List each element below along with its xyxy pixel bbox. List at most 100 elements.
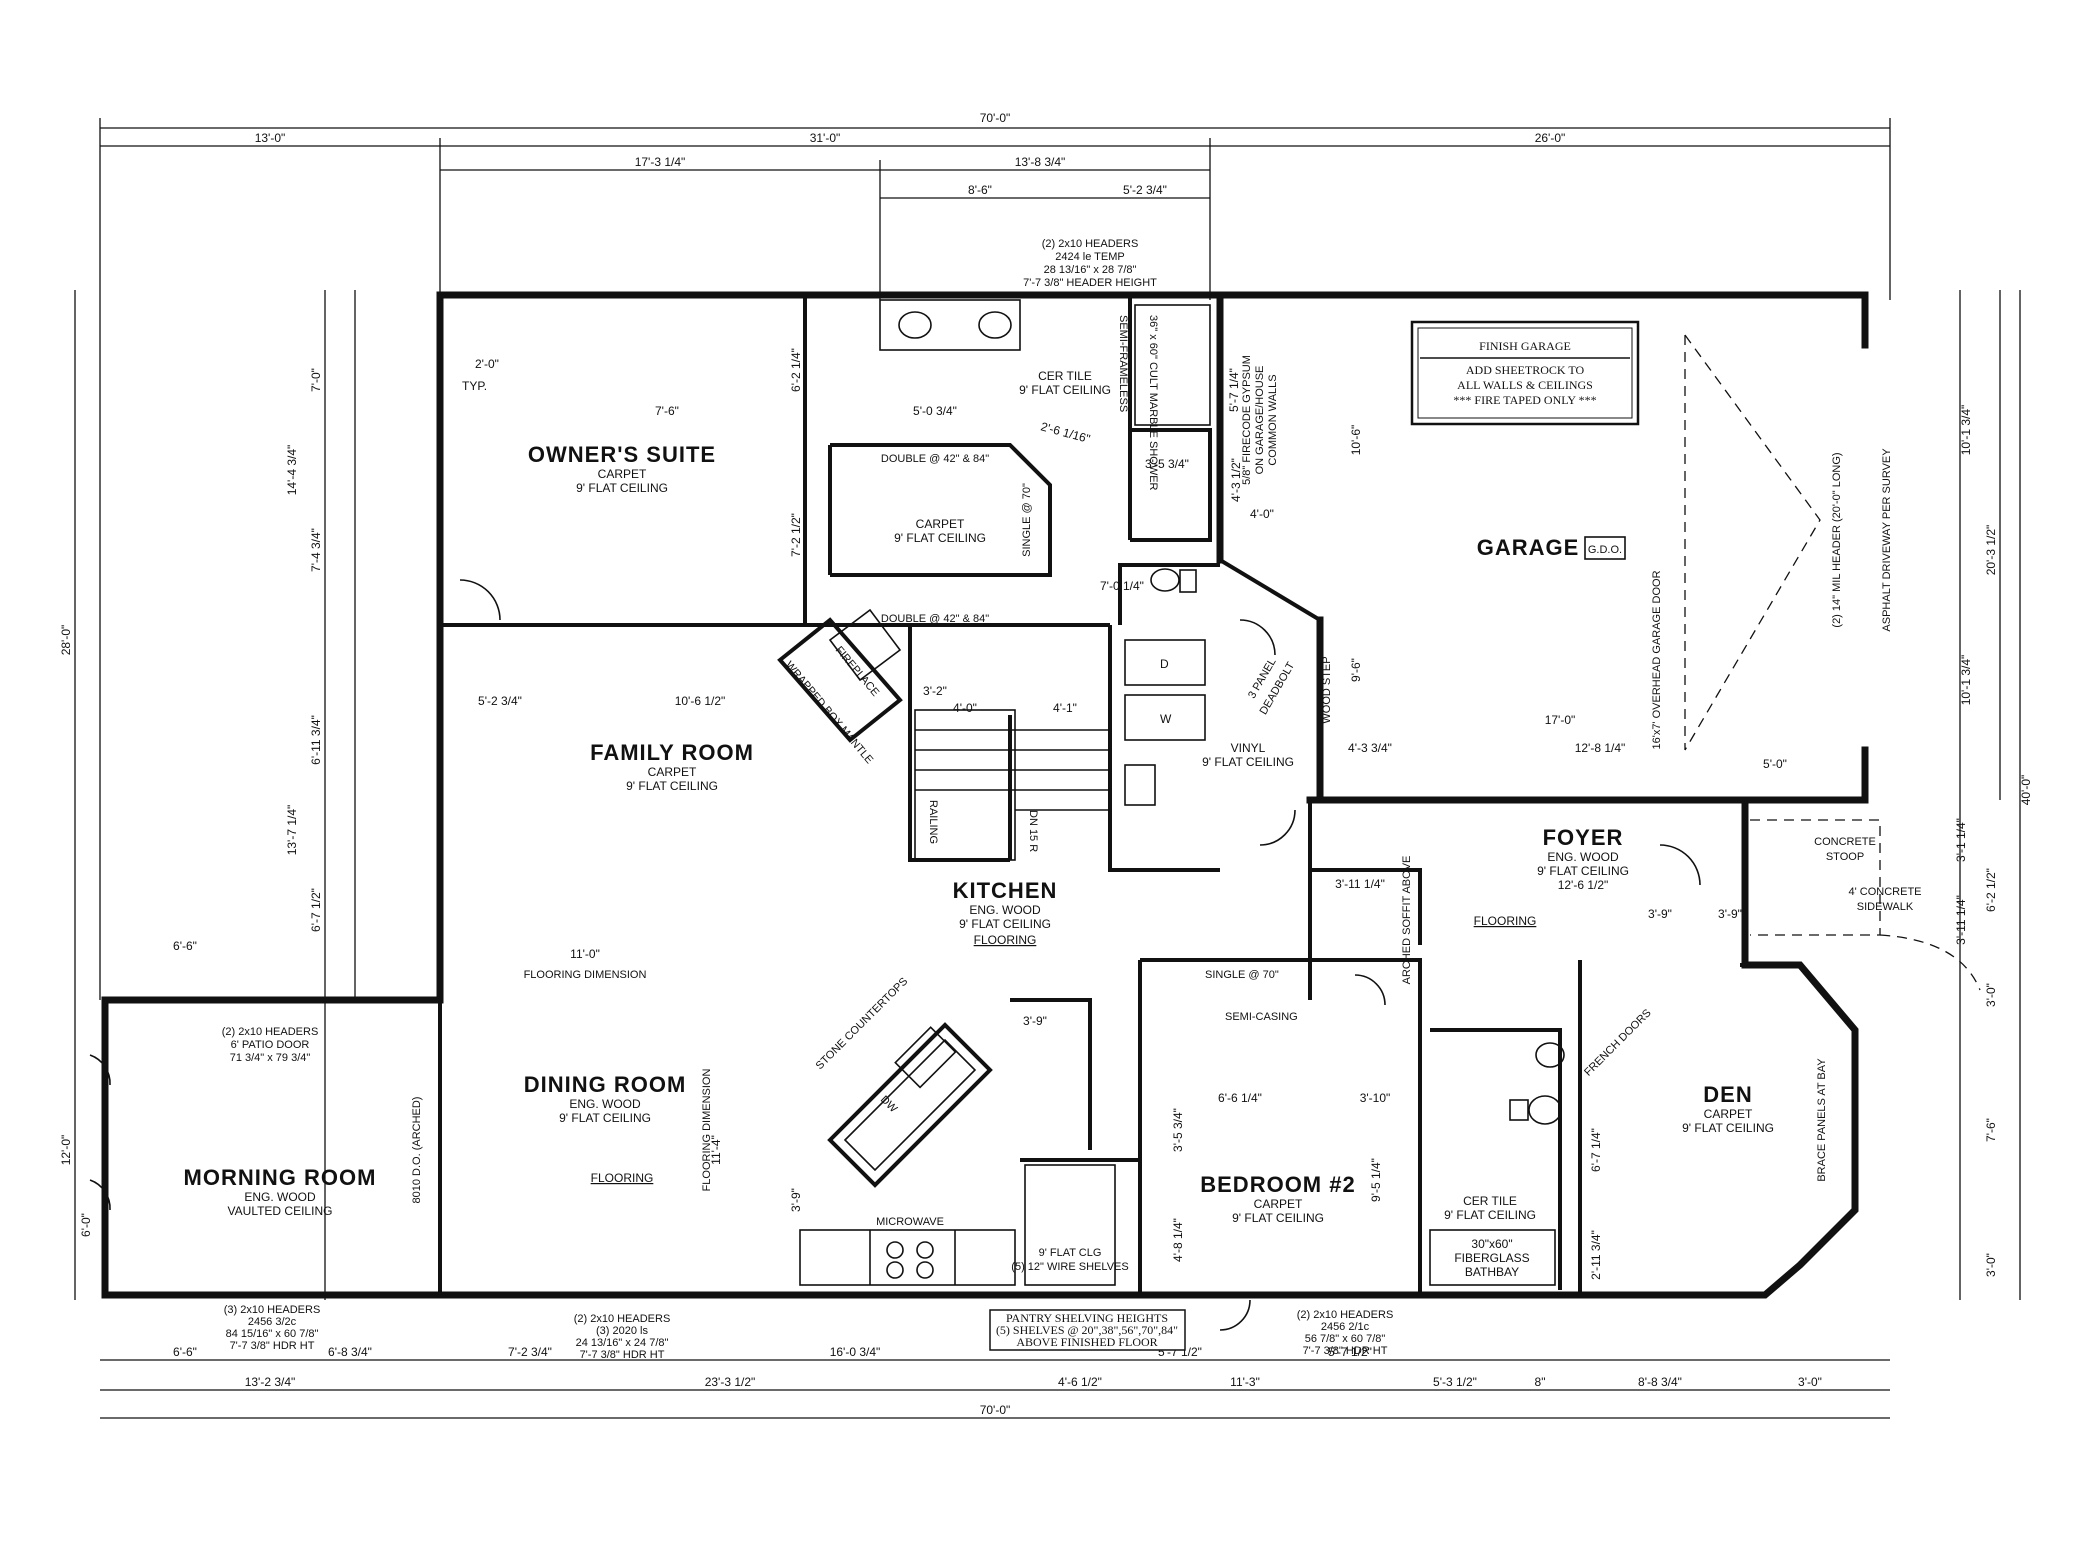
top-header-note: (2) 2x10 HEADERS 2424 le TEMP 28 13/16" … [1023,238,1157,289]
top-header-line-2: 2424 le TEMP [1055,251,1125,263]
right-dim-9: 3'-0" [1984,1253,1998,1277]
idim-5-0-34: 5'-0 3/4" [913,404,957,418]
right-dim-7: 3'-0" [1984,983,1998,1007]
idim-3-5-34b: 3'-5 3/4" [1171,1108,1185,1152]
idim-7-2-12: 7'-2 1/2" [789,513,803,557]
bh-bed-3: 56 7/8" x 60 7/8" [1305,1333,1386,1345]
bottom-dim-7: 13'-2 3/4" [245,1375,296,1389]
bottom-dim-12: 8" [1535,1375,1546,1389]
kitchen-floor: ENG. WOOD [969,903,1041,917]
master-bath-ceiling: 9' FLAT CEILING [1019,383,1111,397]
idim-6-7-14: 6'-7 1/4" [1589,1128,1603,1172]
bedroom2-name: BEDROOM #2 [1200,1172,1355,1197]
room-master-bath: CER TILE 9' FLAT CEILING [1019,369,1111,397]
bath2-tub-name: FIBERGLASS [1454,1251,1529,1265]
right-dim-4: 3'-1 1/4" [1954,818,1968,862]
wood-step: WOOD STEP [1321,656,1333,723]
top-dim-4: 17'-3 1/4" [635,155,686,169]
idim-4-1: 4'-1" [1053,701,1077,715]
finish-garage-line-2: ALL WALLS & CEILINGS [1457,378,1593,392]
garage-door-label: 16'x7' OVERHEAD GARAGE DOOR [1651,570,1663,749]
bh-bed-4: 7'-7 3/8" HDR HT [1303,1345,1388,1357]
right-dim-5: 6'-2 1/2" [1984,868,1998,912]
stairs-down-label: DN 15 R [1027,810,1039,852]
morning-header-line-1: (2) 2x10 HEADERS [222,1026,319,1038]
closet-double-top: DOUBLE @ 42" & 84" [881,453,989,465]
master-bath-fixtures: 36" x 60" CULT MARBLE SHOWER SEMI-FRAMEL… [879,299,1211,593]
idim-2-11-34: 2'-11 3/4" [1589,1230,1603,1280]
exterior-walls [101,291,1869,1299]
pantry-line-1: PANTRY SHELVING HEIGHTS [1006,1311,1168,1325]
idim-6-6-14: 6'-6 1/4" [1218,1091,1262,1105]
left-dim-2: 14'-4 3/4" [285,445,299,496]
pantry-ceiling-label: 9' FLAT CLG [1039,1247,1102,1259]
idim-6-2-14: 6'-2 1/4" [789,348,803,392]
bedroom2-ceiling: 9' FLAT CEILING [1232,1211,1324,1225]
family-room-name: FAMILY ROOM [590,740,754,765]
morning-header-note: (2) 2x10 HEADERS 6' PATIO DOOR 71 3/4" x… [222,1026,319,1064]
room-den: DEN CARPET 9' FLAT CEILING [1682,1082,1774,1135]
owners-suite-name: OWNER'S SUITE [528,442,716,467]
bottom-dim-1: 6'-6" [173,1345,197,1359]
stairs: RAILING DN 15 R [914,709,1110,861]
morning-room-ceiling: VAULTED CEILING [228,1204,333,1218]
idim-9-6: 9'-6" [1349,658,1363,682]
family-room-ceiling: 9' FLAT CEILING [626,779,718,793]
finish-garage-note: FINISH GARAGE ADD SHEETROCK TO ALL WALLS… [1410,320,1640,426]
bh-morning-2: 2456 3/2c [248,1316,297,1328]
top-header-line-4: 7'-7 3/8" HEADER HEIGHT [1023,277,1157,289]
right-dim-8: 7'-6" [1984,1118,1998,1142]
laundry-fixtures: D W [1124,639,1206,806]
bottom-header-dining: (2) 2x10 HEADERS (3) 2020 ls 24 13/16" x… [574,1313,671,1361]
semi-casing: SEMI-CASING [1225,1011,1298,1023]
kitchen-flooring: FLOORING [974,933,1037,947]
left-dimensions: 28'-0" 7'-0" 14'-4 3/4" 7'-4 3/4" 6'-11 … [59,290,356,1300]
kitchen-cabinets: MICROWAVE 9' FLAT CLG (5) 12" WIRE SHELV… [799,1164,1129,1286]
left-dim-6: 6'-7 1/2" [309,888,323,932]
dining-room-name: DINING ROOM [524,1072,687,1097]
bottom-dim-3: 7'-2 3/4" [508,1345,552,1359]
owners-suite-ceiling: 9' FLAT CEILING [576,481,668,495]
stoop: CONCRETE STOOP 4' CONCRETE SIDEWALK [1750,819,1981,991]
dining-room-floor: ENG. WOOD [569,1097,641,1111]
bedroom2-floor: CARPET [1254,1197,1303,1211]
bottom-dim-11: 5'-3 1/2" [1433,1375,1477,1389]
single-70: SINGLE @ 70" [1205,969,1279,981]
kitchen-ceiling: 9' FLAT CEILING [959,917,1051,931]
bottom-dim-4: 16'-0 3/4" [830,1345,881,1359]
idim-9-5-14: 9'-5 1/4" [1369,1158,1383,1202]
top-dimensions: 70'-0" 13'-0" 31'-0" 26'-0" 17'-3 1/4" 1… [99,111,1891,1000]
stone-countertops-label: STONE COUNTERTOPS [814,975,911,1072]
den-name: DEN [1703,1082,1752,1107]
stoop-label-1: CONCRETE [1814,836,1876,848]
idim-5-2-34: 5'-2 3/4" [478,694,522,708]
idim-5-7-14: 5'-7 1/4" [1227,368,1241,412]
room-bath-2: CER TILE 9' FLAT CEILING 30"x60" FIBERGL… [1444,1194,1536,1279]
arched-soffit: ARCHED SOFFIT ABOVE [1401,856,1413,985]
fireplace: FIREPLACE WRAPPED BOX MANTLE [777,608,903,766]
idim-5-0: 5'-0" [1763,757,1787,771]
morning-room-floor: ENG. WOOD [244,1190,316,1204]
bath2-tub-type: BATHBAY [1465,1265,1519,1279]
brace-panels: BRACE PANELS AT BAY [1816,1058,1828,1182]
left-dim-4: 6'-11 3/4" [309,715,323,765]
bh-dining-2: (3) 2020 ls [596,1325,648,1337]
interior-dimensions: 2'-0" TYP. 5'-2 3/4" 10'-6 1/2" 11'-0" 5… [173,348,1787,1280]
microwave-label: MICROWAVE [876,1216,944,1228]
idim-10-6-12: 10'-6 1/2" [675,694,726,708]
right-dimensions: 10'-1 3/4" 20'-3 1/2" 10'-1 3/4" 40'-0" … [1954,290,2033,1300]
frameless-label: SEMI-FRAMELESS [1117,315,1129,412]
foyer-flooring: FLOORING [1474,914,1537,928]
firecode-3: COMMON WALLS [1267,374,1279,465]
foyer-ceiling: 9' FLAT CEILING [1537,864,1629,878]
dw-label: DW [878,1094,900,1116]
room-garage: GARAGE G.D.O. [1477,535,1626,560]
idim-4-3-12: 4'-3 1/2" [1229,458,1243,502]
room-foyer: FOYER ENG. WOOD 9' FLAT CEILING 12'-6 1/… [1474,825,1629,928]
interior-walls [438,295,1745,1295]
idim-4-0: 4'-0" [1250,507,1274,521]
railing-label: RAILING [927,800,939,844]
dryer-label: D [1160,657,1169,671]
firecode-2: ON GARAGE/HOUSE [1254,366,1266,475]
bottom-dim-13: 8'-8 3/4" [1638,1375,1682,1389]
